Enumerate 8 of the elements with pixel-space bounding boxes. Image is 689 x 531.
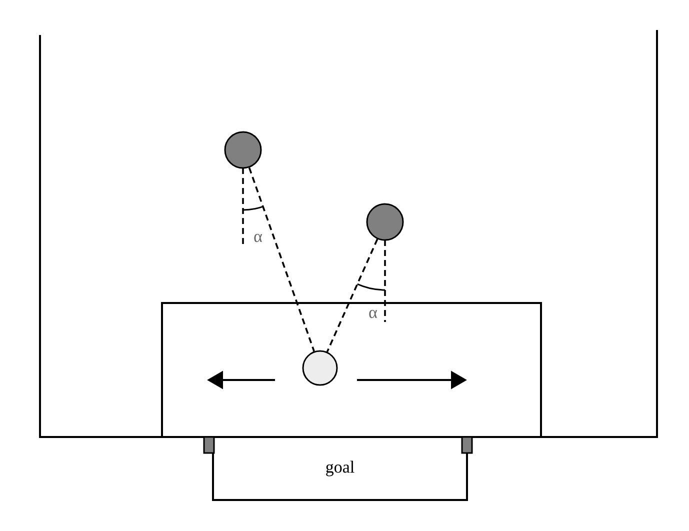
ball-circle — [302, 350, 338, 386]
dashed-line — [326, 238, 378, 352]
player-circle — [224, 131, 262, 169]
angle-label: α — [369, 310, 378, 318]
player-circle — [366, 203, 404, 241]
angle-label: α — [254, 234, 262, 242]
dashed-line — [248, 167, 315, 352]
goal-box: goal — [212, 436, 468, 501]
